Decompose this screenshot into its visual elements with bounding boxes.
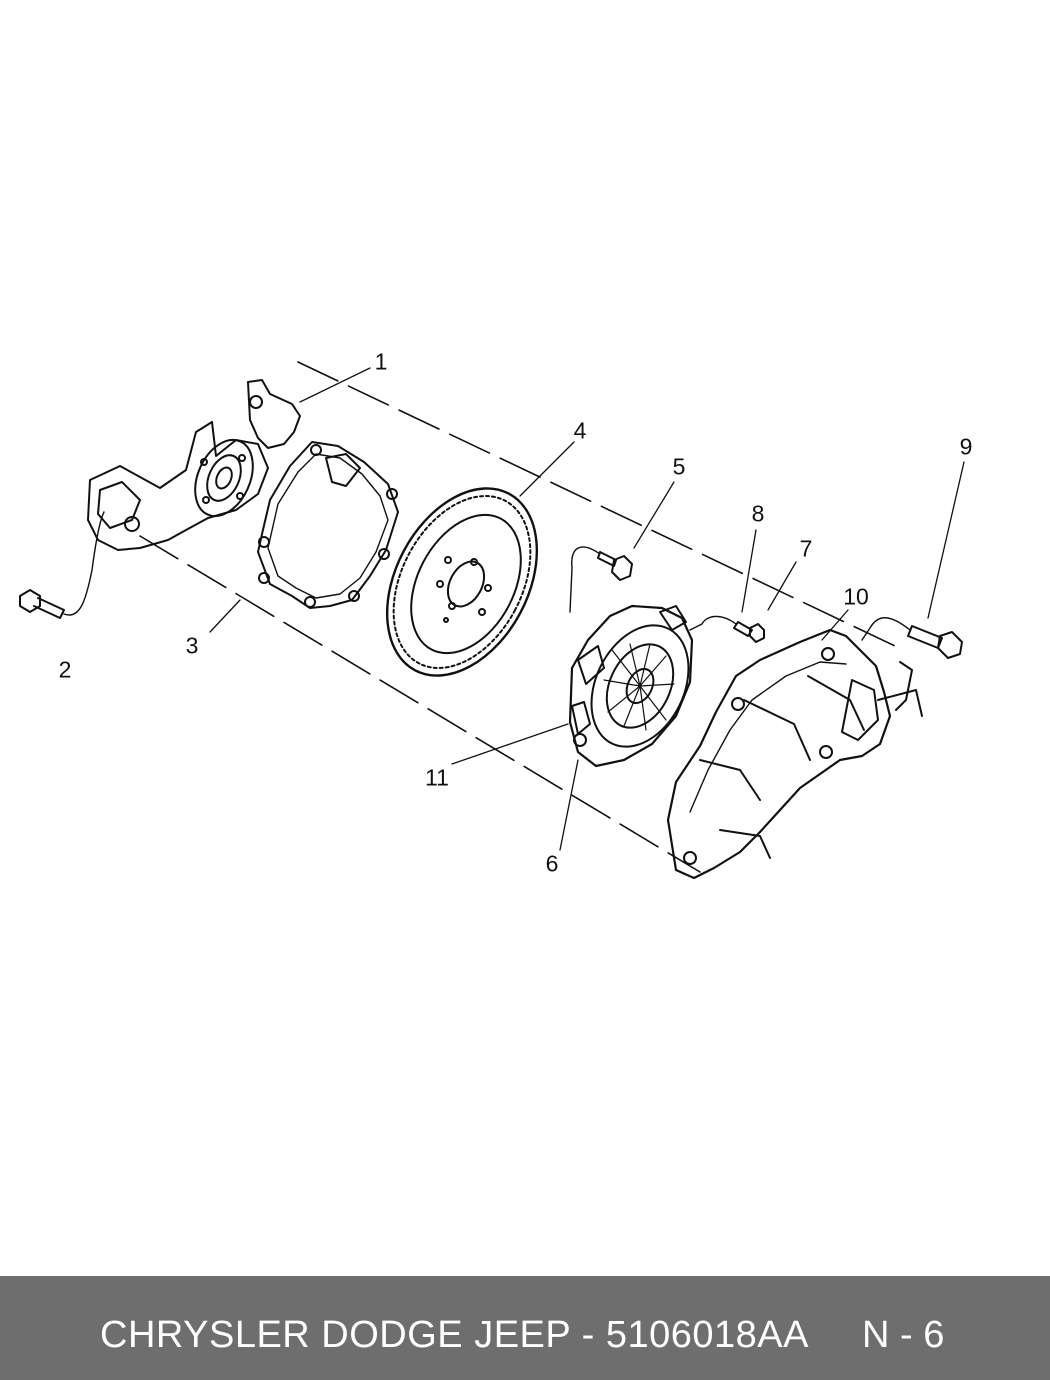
flywheel — [385, 487, 539, 677]
bolt-2 — [19, 511, 105, 619]
callout-3: 3 — [185, 632, 199, 659]
footer-bar: CHRYSLER DODGE JEEP - 5106018AA N - 6 — [0, 1276, 1050, 1380]
callout-8: 8 — [751, 500, 765, 527]
exploded-parts-diagram: 1 2 3 4 5 6 7 8 9 10 11 — [19, 348, 973, 880]
bolt-9 — [861, 617, 963, 659]
callout-1: 1 — [374, 348, 388, 375]
callout-11: 11 — [425, 764, 449, 791]
callout-10: 10 — [843, 583, 869, 610]
alignment-lines — [139, 361, 896, 873]
transmission-housing — [666, 628, 923, 880]
gasket-plate — [257, 441, 399, 609]
clutch-pressure-plate — [568, 604, 694, 768]
part-number-title: CHRYSLER DODGE JEEP - 5106018AA — [100, 1314, 809, 1356]
callout-9: 9 — [959, 433, 973, 460]
callout-5: 5 — [672, 453, 686, 480]
diagram-drawing — [19, 361, 965, 880]
callout-6: 6 — [545, 850, 559, 877]
callout-leaders — [209, 367, 965, 851]
callout-7: 7 — [799, 535, 813, 562]
bolt-5 — [569, 546, 633, 613]
bolt-8 — [689, 615, 765, 643]
page-reference: N - 6 — [862, 1314, 945, 1356]
engine-block-rear-part — [87, 379, 301, 551]
callout-2: 2 — [58, 656, 72, 683]
callout-4: 4 — [573, 417, 587, 444]
